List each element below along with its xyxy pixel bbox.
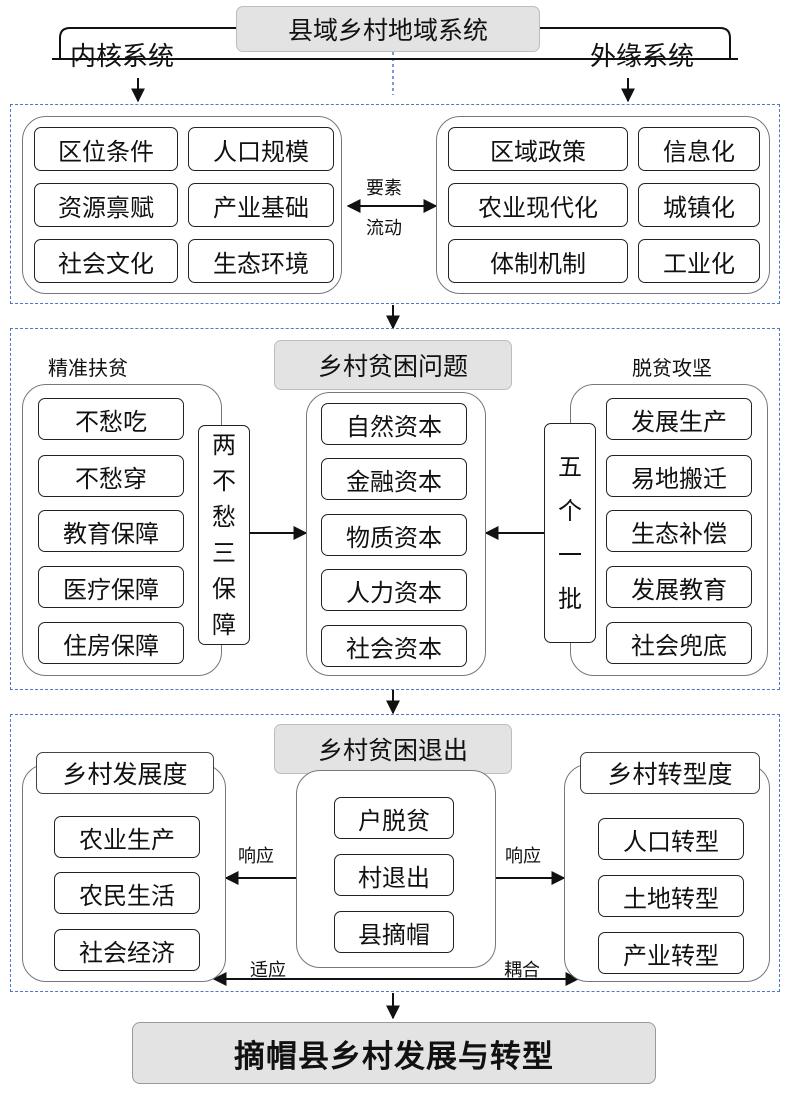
fight-item-production: 发展生产 [606,398,752,440]
vchar-d: 批 [558,585,582,613]
poverty-title: 乡村贫困问题 [274,340,512,390]
vchar-2: 不 [212,467,236,495]
adapt-label: 适应 [250,960,286,981]
precise-poverty-label: 精准扶贫 [48,356,128,380]
outer-item-informatization: 信息化 [638,127,760,171]
two-no-worries-three-guarantees: 两 不 愁 三 保 障 [198,425,250,645]
outer-item-urbanization: 城镇化 [638,183,760,227]
vchar-1: 两 [212,431,236,459]
fight-item-education: 发展教育 [606,566,752,608]
trans-item-population: 人口转型 [598,818,744,860]
vchar-5: 保 [212,575,236,603]
exit-item-village: 村退出 [334,854,454,896]
five-batches: 五 个 一 批 [544,423,596,643]
fight-item-relocation: 易地搬迁 [606,455,752,497]
exit-item-county: 县摘帽 [334,911,454,953]
couple-label: 耦合 [504,960,540,981]
development-title: 乡村发展度 [36,752,214,794]
capital-physical: 物质资本 [321,514,467,556]
top-bar-bottom [52,58,738,60]
capital-human: 人力资本 [321,569,467,611]
panel-poverty [10,328,780,690]
core-item-industry: 产业基础 [188,183,334,227]
capital-social: 社会资本 [321,625,467,667]
top-title: 县域乡村地域系统 [236,6,540,52]
core-item-culture: 社会文化 [34,239,178,283]
outer-item-agri-modernization: 农业现代化 [448,183,628,227]
outer-item-industrialization: 工业化 [638,239,760,283]
vchar-4: 三 [212,539,236,567]
outer-system-label: 外缘系统 [590,42,695,72]
trans-item-land: 土地转型 [598,875,744,917]
fight-item-eco-compensation: 生态补偿 [606,510,752,552]
vchar-3: 愁 [212,503,236,531]
precise-item-clothing: 不愁穿 [38,455,184,497]
flow-label-1: 要素 [366,178,402,199]
panel-system [10,104,780,304]
exit-item-household: 户脱贫 [334,797,454,839]
capital-financial: 金融资本 [321,458,467,500]
dev-item-life: 农民生活 [54,872,200,914]
fight-item-social-security: 社会兜底 [606,622,752,664]
dev-item-agri: 农业生产 [54,816,200,858]
capital-natural: 自然资本 [321,403,467,445]
transformation-title: 乡村转型度 [580,752,760,794]
top-bracket [59,27,731,60]
precise-item-education: 教育保障 [38,510,184,552]
vchar-6: 障 [212,611,236,639]
precise-item-food: 不愁吃 [38,398,184,440]
core-item-ecology: 生态环境 [188,239,334,283]
trans-item-industry: 产业转型 [598,932,744,974]
respond-left-label: 响应 [238,846,274,867]
vchar-a: 五 [558,453,582,481]
core-system-label: 内核系统 [70,42,175,72]
core-item-resources: 资源禀赋 [34,183,178,227]
vchar-b: 个 [558,497,582,525]
poverty-fight-label: 脱贫攻坚 [632,356,712,380]
dev-item-economy: 社会经济 [54,929,200,971]
outer-item-institution: 体制机制 [448,239,628,283]
exit-title: 乡村贫困退出 [274,724,512,774]
respond-right-label: 响应 [505,846,541,867]
precise-item-medical: 医疗保障 [38,566,184,608]
panel-exit [10,714,780,992]
flow-label-2: 流动 [366,218,402,239]
outer-item-policy: 区域政策 [448,127,628,171]
vchar-c: 一 [558,541,582,569]
core-item-location: 区位条件 [34,127,178,171]
core-item-population: 人口规模 [188,127,334,171]
precise-item-housing: 住房保障 [38,622,184,664]
final-title: 摘帽县乡村发展与转型 [132,1022,656,1084]
